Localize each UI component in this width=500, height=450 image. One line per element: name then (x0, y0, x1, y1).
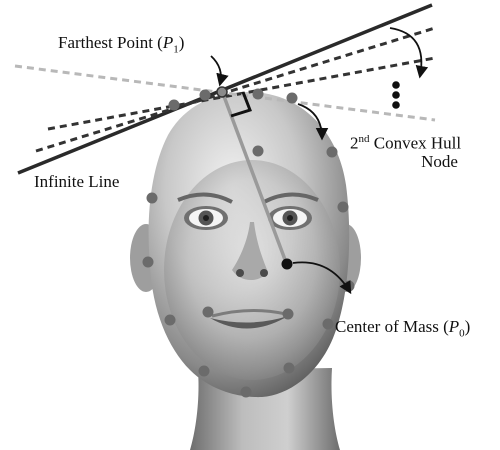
center-of-mass-point (282, 259, 293, 270)
hull-node (143, 257, 154, 268)
hull-node (241, 387, 252, 398)
hull-node (253, 89, 264, 100)
hull-node (147, 193, 158, 204)
hull-node (287, 93, 298, 104)
hull-node (165, 315, 176, 326)
hull-node (199, 366, 210, 377)
hull-node (323, 319, 334, 330)
hull-node (200, 90, 211, 101)
center-of-mass-label: Center of Mass (P0) (335, 318, 470, 339)
farthest-point-arrow (211, 56, 221, 84)
convex-hull-label: 2nd Convex Hull Node (350, 133, 461, 172)
infinite-line-label: Infinite Line (34, 173, 119, 192)
continuation-dots (392, 81, 400, 109)
hull-node (284, 363, 295, 374)
hull-node (203, 307, 214, 318)
hull-node (327, 147, 338, 158)
hull-node (253, 146, 264, 157)
hull-node (283, 309, 294, 320)
farthest-point-node (217, 87, 227, 97)
hull-node (169, 100, 180, 111)
hull-node (338, 202, 349, 213)
farthest-point-label: Farthest Point (P1) (58, 34, 184, 55)
